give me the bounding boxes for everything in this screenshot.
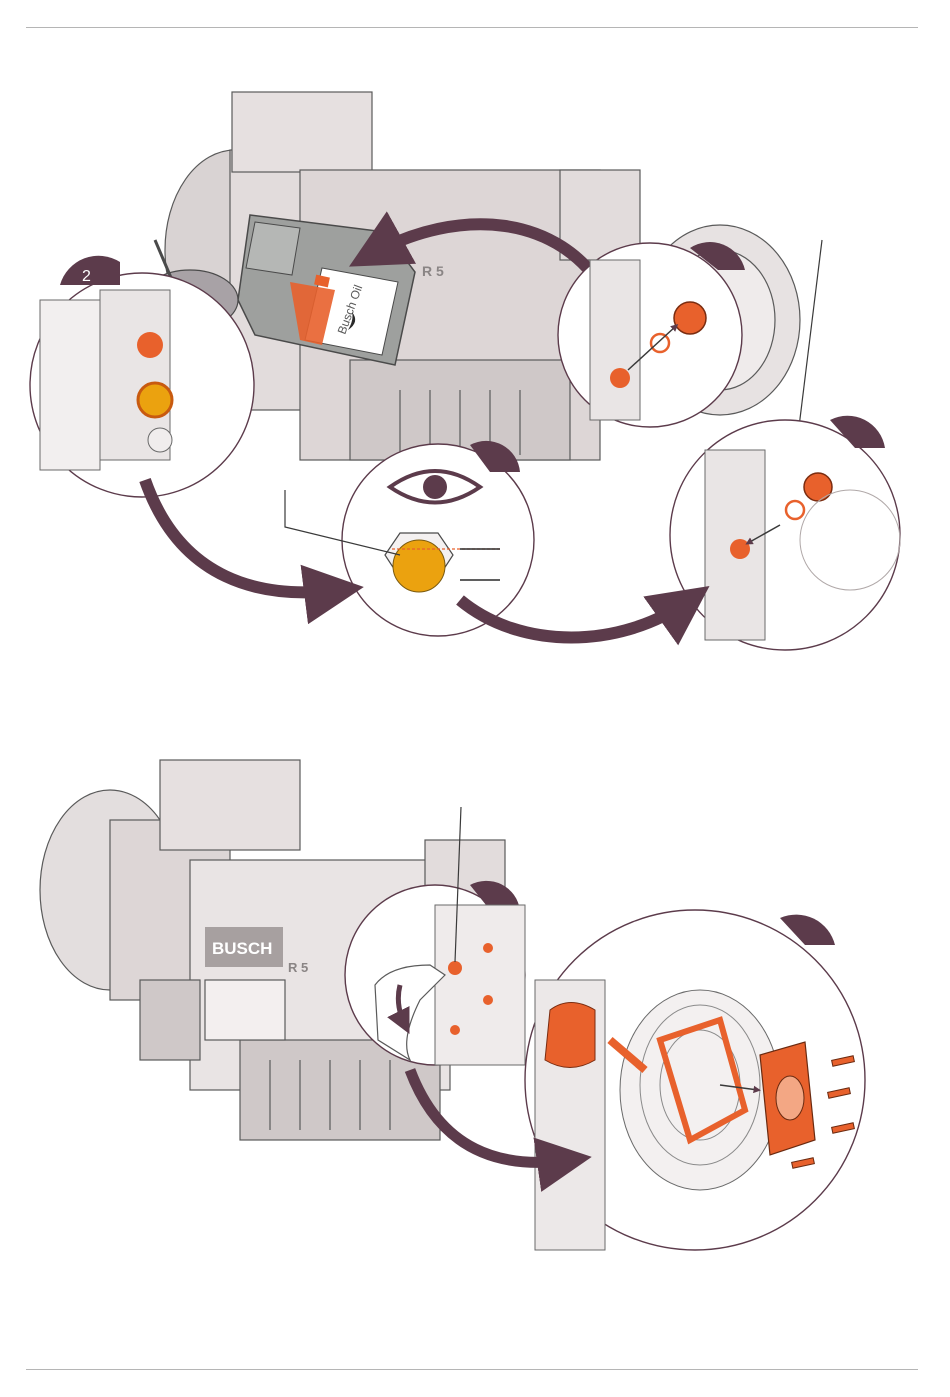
step-badge-2: 2 xyxy=(60,256,120,285)
arrow-screws-to-cover xyxy=(410,1070,570,1162)
callout-remove-screws xyxy=(345,881,525,1065)
callout-sight-glass xyxy=(342,441,534,636)
busch-logo: BUSCH xyxy=(205,927,283,967)
model-label-bottom: R 5 xyxy=(288,960,308,975)
callout-fill-port xyxy=(30,273,254,497)
model-label-top: R 5 xyxy=(422,263,444,279)
coupling-cover xyxy=(760,1042,815,1155)
step-number: 2 xyxy=(82,268,91,285)
arrow-fill-to-check xyxy=(145,480,340,592)
oil-fill-illustration: R 5 Busch Oil 2 xyxy=(0,0,950,700)
callout-refit-plug xyxy=(670,416,900,650)
callout-fan-cover xyxy=(525,910,865,1250)
vacuum-pump-bottom xyxy=(40,760,505,1140)
bottom-rule xyxy=(26,1369,918,1370)
cover-bolts xyxy=(792,1056,855,1168)
brand-label: BUSCH xyxy=(212,939,272,958)
leader-screw xyxy=(455,807,461,962)
